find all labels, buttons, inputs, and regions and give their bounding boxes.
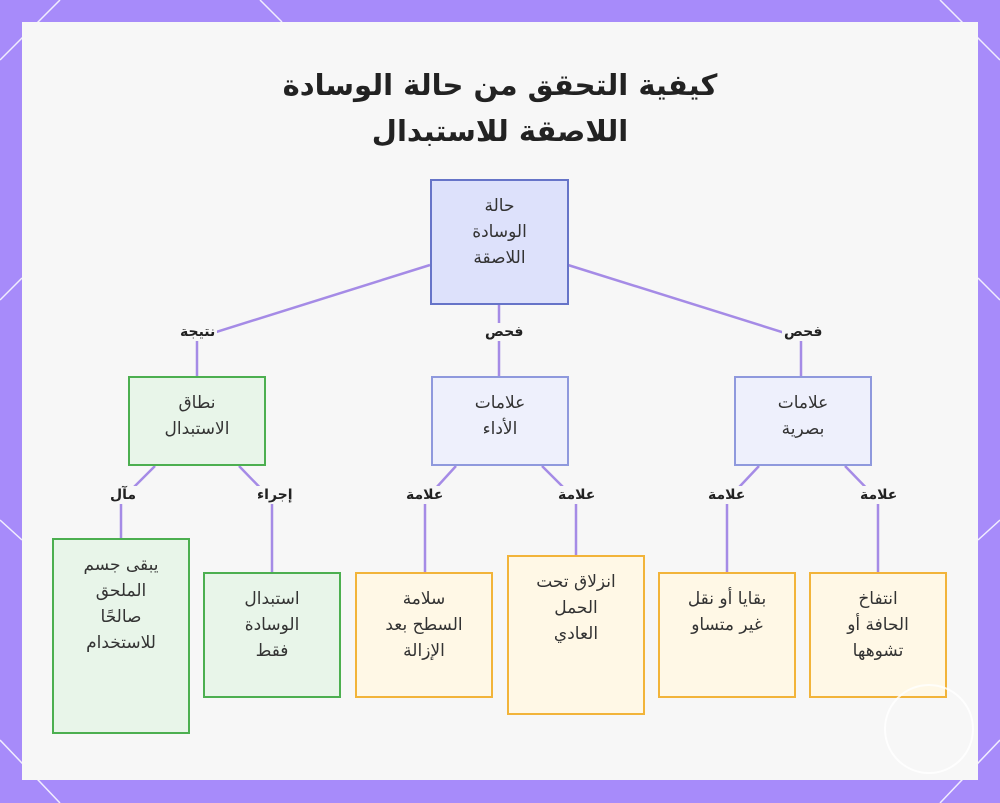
edge-root-visual xyxy=(567,263,803,376)
edge-visual-residue xyxy=(725,465,760,572)
node-replace-pad-only: استبدال الوسادة فقط xyxy=(203,572,341,698)
node-replacement-scope: نطاق الاستبدال xyxy=(128,376,266,466)
edge-scope-replace xyxy=(238,465,274,572)
edge-label-sign-slip: علامة xyxy=(556,486,598,504)
node-residue-transfer: بقايا أو نقل غير متساو xyxy=(658,572,796,698)
node-performance-signs: علامات الأداء xyxy=(431,376,569,466)
edge-label-result: نتيجة xyxy=(178,323,218,341)
title-line-1: كيفية التحقق من حالة الوسادة xyxy=(282,68,718,102)
node-visual-signs: علامات بصرية xyxy=(734,376,872,466)
edge-label-sign-surface: علامة xyxy=(404,486,446,504)
diagram-title: كيفية التحقق من حالة الوسادة اللاصقة للا… xyxy=(0,62,1000,154)
edge-label-sign-edge: علامة xyxy=(858,486,900,504)
edge-root-scope xyxy=(195,263,431,376)
edge-label-outcome: مآل xyxy=(108,486,139,504)
watermark-logo xyxy=(884,684,974,774)
edge-label-action: إجراء xyxy=(255,486,295,504)
edge-label-check-performance: فحص xyxy=(483,323,526,341)
node-slip-under-load: انزلاق تحت الحمل العادي xyxy=(507,555,645,715)
node-edge-swelling: انتفاخ الحافة أو تشوهها xyxy=(809,572,947,698)
edge-perf-surface xyxy=(423,465,457,572)
edge-label-sign-residue: علامة xyxy=(706,486,748,504)
edge-label-check-visual: فحص xyxy=(782,323,825,341)
edge-visual-edge xyxy=(844,465,880,572)
node-body-usable: يبقى جسم الملحق صالحًا للاستخدام xyxy=(52,538,190,734)
node-surface-safety: سلامة السطح بعد الإزالة xyxy=(355,572,493,698)
edge-perf-slip xyxy=(541,465,578,555)
node-pad-condition: حالة الوسادة اللاصقة xyxy=(430,179,569,305)
title-line-2: اللاصقة للاستبدال xyxy=(371,114,629,148)
